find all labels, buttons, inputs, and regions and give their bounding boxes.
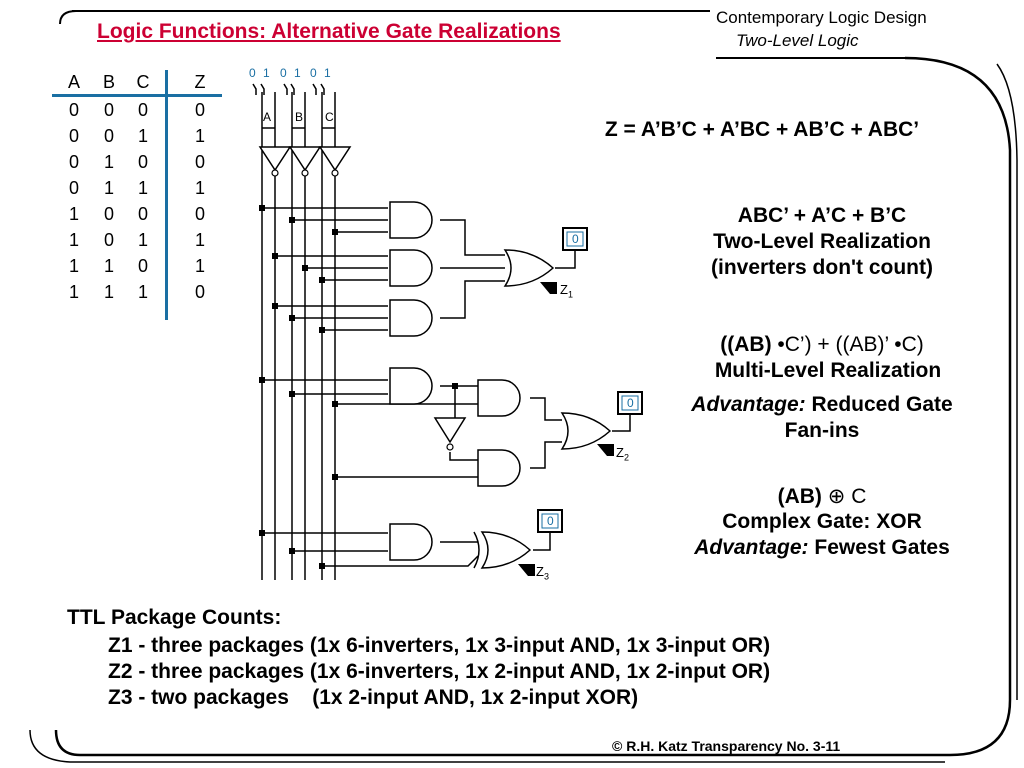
tt-header-a: A: [67, 72, 80, 92]
and-gate-icon: [389, 249, 433, 287]
tt-cell: 0: [68, 126, 79, 146]
z2-or-gate-icon: [561, 412, 611, 450]
inverter-b-icon: [288, 146, 322, 172]
switch-value[interactable]: 0: [280, 66, 287, 80]
tt-cell: 1: [103, 256, 114, 276]
probe-z3-value: 0: [547, 514, 554, 528]
z2-and-gate-icon: [389, 367, 433, 405]
tt-cell: 0: [68, 152, 79, 172]
tt-cell: 1: [103, 282, 114, 302]
probe-z2-value: 0: [627, 396, 634, 410]
footer-credit: © R.H. Katz Transparency No. 3-11: [612, 738, 841, 754]
tt-header-b: B: [102, 72, 115, 92]
probe-z1: [562, 227, 588, 251]
two-level-caption: Two-Level Realization: [713, 230, 931, 253]
tt-cell: 0: [194, 204, 205, 224]
tt-cell: 0: [194, 282, 205, 302]
tt-cell: 0: [103, 126, 114, 146]
tt-cell: 1: [68, 256, 79, 276]
tt-cell: 0: [103, 230, 114, 250]
tt-cell: 0: [137, 100, 148, 120]
tt-cell: 1: [137, 126, 148, 146]
course-title: Contemporary Logic Design: [716, 8, 927, 27]
tt-cell: 1: [68, 230, 79, 250]
switch-value[interactable]: 1: [263, 66, 270, 80]
tt-cell: 1: [194, 126, 205, 146]
tt-header-z: Z: [194, 72, 206, 92]
multi-level-advantage: Advantage: Reduced Gate: [691, 393, 953, 416]
ttl-heading: TTL Package Counts:: [67, 606, 282, 629]
tt-cell: 0: [194, 152, 205, 172]
tt-cell: 0: [137, 204, 148, 224]
input-label-b: B: [295, 110, 304, 124]
z2-and-gate-icon: [477, 449, 521, 487]
and-gate-icon: [389, 299, 433, 337]
input-inverters: [258, 146, 352, 177]
tt-cell: 1: [137, 178, 148, 198]
main-equation: Z = A’B’C + A’BC + AB’C + ABC’: [604, 118, 920, 141]
inverter-a-icon: [258, 146, 292, 172]
z1-or-gate-icon: [504, 249, 554, 287]
switch-value[interactable]: 0: [310, 66, 317, 80]
output-label-z3: Z3: [536, 564, 549, 582]
chapter-title: Two-Level Logic: [736, 31, 859, 50]
tt-cell: 1: [194, 178, 205, 198]
z2-and-gate-icon: [477, 379, 521, 417]
tt-cell: 0: [103, 100, 114, 120]
tt-cell: 0: [68, 178, 79, 198]
tt-cell: 1: [68, 204, 79, 224]
probe-z1-value: 0: [572, 232, 579, 246]
output-label-z2: Z2: [616, 445, 629, 463]
ttl-line-z2: Z2 - three packages (1x 6-inverters, 1x …: [108, 660, 771, 683]
multi-level-caption: Multi-Level Realization: [714, 359, 942, 382]
ttl-line-z3: Z3 - two packages (1x 2-input AND, 1x 2-…: [108, 686, 639, 709]
and-gate-icon: [389, 201, 433, 239]
multi-level-advantage-cont: Fan-ins: [784, 419, 860, 442]
tt-cell: 1: [103, 178, 114, 198]
probe-z2: [617, 391, 643, 415]
tt-cell: 0: [137, 152, 148, 172]
tt-vertical-rule: [165, 70, 168, 320]
two-level-note: (inverters don't count): [711, 256, 933, 279]
switch-value[interactable]: 1: [294, 66, 301, 80]
switch-value[interactable]: 0: [249, 66, 256, 80]
tt-header-rule: [52, 94, 222, 97]
tt-cell: 0: [103, 204, 114, 224]
tt-cell: 0: [194, 100, 205, 120]
switch-value[interactable]: 1: [324, 66, 331, 80]
z1-and-gates: [389, 201, 433, 337]
tt-cell: 1: [137, 282, 148, 302]
tt-cell: 1: [194, 256, 205, 276]
two-level-expression: ABC’ + A’C + B’C: [737, 204, 907, 227]
input-label-a: A: [263, 110, 272, 124]
ttl-line-z1: Z1 - three packages (1x 6-inverters, 1x …: [108, 634, 771, 657]
tt-cell: 1: [194, 230, 205, 250]
tt-cell: 0: [137, 256, 148, 276]
inverter-c-icon: [318, 146, 352, 172]
input-label-c: C: [325, 110, 334, 124]
tt-cell: 1: [137, 230, 148, 250]
tt-cell: 1: [103, 152, 114, 172]
multi-level-expression: ((AB) •C’) + ((AB)’ •C): [720, 333, 924, 356]
tt-cell: 0: [68, 100, 79, 120]
xor-expression: (AB) ⊕ C: [777, 485, 867, 508]
page-title: Logic Functions: Alternative Gate Realiz…: [97, 20, 561, 43]
z2-inverter-icon: [433, 417, 467, 444]
xor-advantage: Advantage: Fewest Gates: [694, 536, 950, 559]
tt-cell: 1: [68, 282, 79, 302]
tt-header-c: C: [136, 72, 150, 92]
z3-and-gate-icon: [389, 523, 433, 561]
z3-xor-gate-icon: [473, 531, 531, 569]
xor-caption: Complex Gate: XOR: [722, 510, 922, 533]
output-label-z1: Z1: [560, 282, 573, 300]
probe-z3: [537, 509, 563, 533]
